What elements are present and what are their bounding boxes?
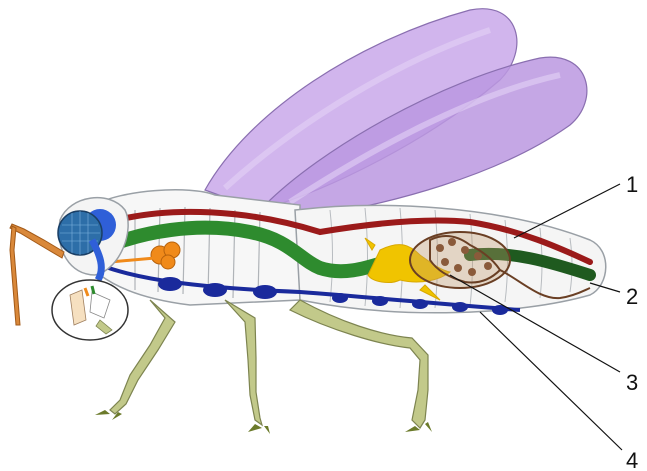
- midleg: [225, 300, 262, 425]
- leader-line-1: [514, 184, 620, 238]
- callout-label-3: 3: [626, 372, 638, 394]
- callout-label-4: 4: [626, 450, 638, 471]
- callout-label-2: 2: [626, 286, 638, 308]
- callout-label-1: 1: [626, 174, 638, 196]
- hindleg: [290, 300, 428, 428]
- wings: [205, 9, 587, 218]
- mouthparts-inset-icon: [52, 280, 128, 340]
- legs: [95, 300, 432, 434]
